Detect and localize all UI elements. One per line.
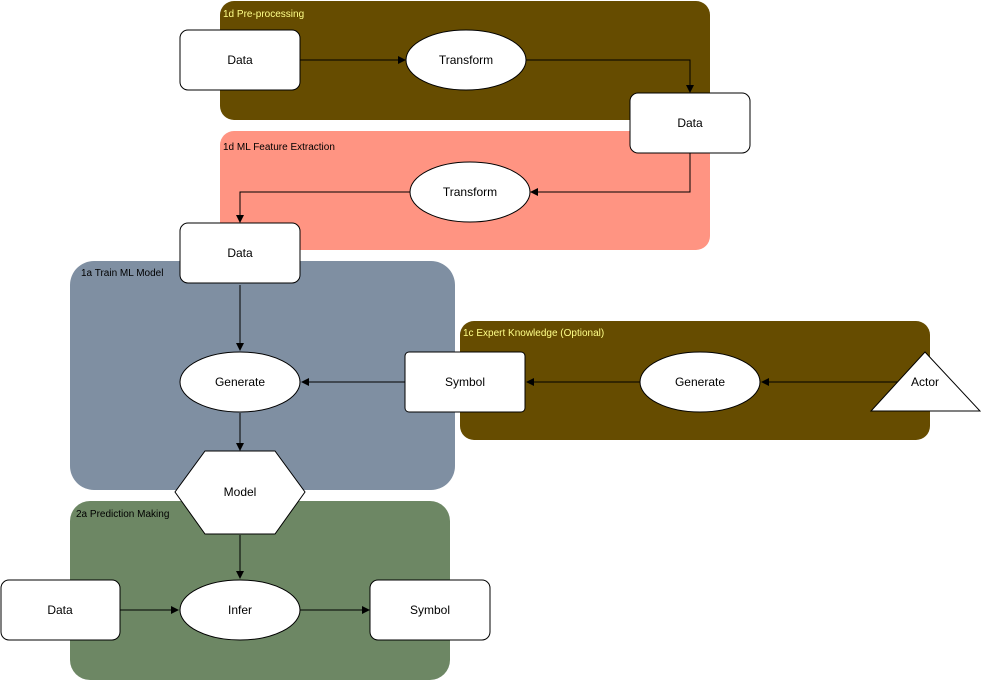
group-train-model-label: 1a Train ML Model: [81, 268, 163, 279]
group-expert-knowledge-label: 1c Expert Knowledge (Optional): [463, 328, 604, 339]
edge-data-to-fe-transform: [530, 153, 691, 196]
node-ek-generate[interactable]: Generate: [639, 351, 761, 413]
node-fe-data-out-shape: [179, 222, 301, 284]
node-pm-symbol-label: Symbol: [410, 603, 450, 617]
node-pre-data-out-shape: [629, 92, 751, 154]
node-fe-data-out-label: Data: [227, 246, 253, 260]
group-preprocessing-label: 1d Pre-processing: [223, 9, 304, 20]
node-ek-actor[interactable]: Actor: [869, 351, 981, 412]
group-feature-extraction-label: 1d ML Feature Extraction: [223, 142, 335, 153]
edge-fe-transform-to-data: [236, 191, 410, 223]
node-pre-data[interactable]: Data: [179, 29, 301, 91]
node-pm-symbol-shape: [369, 579, 491, 641]
node-pm-data[interactable]: Data: [0, 579, 121, 641]
node-train-generate-label: Generate: [215, 375, 265, 389]
node-pre-transform-shape: [405, 29, 527, 91]
node-ek-generate-shape: [639, 351, 761, 413]
node-pm-data-shape: [0, 579, 121, 641]
node-ek-actor-label: Actor: [911, 375, 939, 389]
node-fe-transform-shape: [409, 161, 531, 223]
node-model-shape: [174, 450, 306, 535]
group-prediction-making-label: 2a Prediction Making: [76, 509, 169, 520]
node-ek-symbol-shape: [404, 351, 526, 413]
node-pm-data-label: Data: [47, 603, 73, 617]
node-ek-symbol[interactable]: Symbol: [404, 351, 526, 413]
edge-transform-to-data: [525, 59, 694, 93]
node-pre-transform-label: Transform: [439, 53, 493, 67]
node-model[interactable]: Model: [174, 450, 306, 535]
node-fe-data-out[interactable]: Data: [179, 222, 301, 284]
node-ek-generate-label: Generate: [675, 375, 725, 389]
node-pre-data-out-label: Data: [677, 116, 703, 130]
node-pre-data-label: Data: [227, 53, 253, 67]
node-pre-transform[interactable]: Transform: [405, 29, 527, 91]
edges: [120, 56, 912, 614]
node-model-label: Model: [224, 485, 257, 499]
node-pre-data-out[interactable]: Data: [629, 92, 751, 154]
node-fe-transform-label: Transform: [443, 185, 497, 199]
node-pm-infer-shape: [179, 579, 301, 641]
node-pre-data-shape: [179, 29, 301, 91]
node-ek-symbol-label: Symbol: [445, 375, 485, 389]
node-pm-infer-label: Infer: [228, 603, 252, 617]
node-fe-transform[interactable]: Transform: [409, 161, 531, 223]
node-pm-symbol[interactable]: Symbol: [369, 579, 491, 641]
node-ek-actor-shape: [869, 351, 981, 412]
node-train-generate-shape: [179, 351, 301, 413]
node-pm-infer[interactable]: Infer: [179, 579, 301, 641]
node-train-generate[interactable]: Generate: [179, 351, 301, 413]
